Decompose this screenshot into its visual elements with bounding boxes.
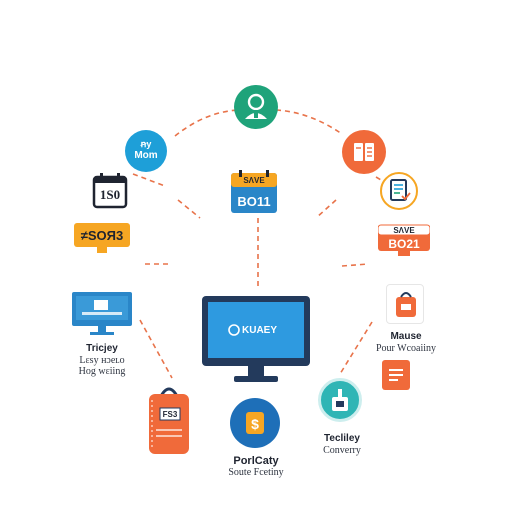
teal-badge-title: Tecliley	[324, 433, 360, 444]
document-icon	[354, 143, 374, 161]
lock-card-text: FS3	[162, 410, 178, 419]
small-monitor-title: Tricjey	[86, 343, 118, 354]
small-monitor-sub1: Lɛsy ʜɔeʟo	[79, 355, 125, 366]
note-icon	[389, 369, 403, 381]
connector-arc-right	[275, 109, 343, 135]
bag-title: Mause	[390, 331, 422, 342]
checklist-icon	[390, 179, 411, 201]
bag-sub: Pour Wcoaiiny	[375, 343, 437, 354]
bag-icon	[396, 292, 416, 317]
svg-text:$: $	[251, 416, 259, 432]
teal-badge-sub: Converry	[323, 445, 361, 456]
dollar-icon: $	[246, 412, 264, 434]
connector-arc-left	[174, 109, 239, 137]
center-calendar-node[interactable]: SΛVE BO11	[230, 170, 278, 214]
connector-lock	[139, 319, 173, 379]
save-sign-line2: BO21	[388, 237, 420, 251]
sign-icon	[378, 224, 430, 256]
small-monitor-sub2: Hog wɛiing	[78, 366, 126, 377]
small-monitor-node[interactable]	[72, 292, 132, 336]
price-tag-icon	[74, 223, 130, 253]
note-node[interactable]	[382, 360, 410, 390]
lock-icon	[149, 387, 189, 454]
connector-calendar	[132, 173, 166, 187]
calendar-icon	[231, 170, 277, 213]
price-tag-node[interactable]: ≠SOЯ3	[74, 223, 130, 253]
calendar-node[interactable]: 1S0	[92, 173, 128, 209]
dollar-title: PorlCaty	[233, 455, 279, 467]
connector-sign	[341, 263, 369, 267]
connector-bag	[339, 321, 373, 375]
center-calendar-line1: SΛVE	[243, 176, 265, 185]
my-mom-line1: ꞥy	[140, 139, 152, 149]
dollar-sub: Soute Fcetiny	[228, 467, 284, 478]
connector-center-diag-left	[177, 199, 201, 219]
lock-card-node[interactable]: FS3	[146, 378, 192, 456]
connector-center-diag-right	[315, 199, 337, 219]
user-node[interactable]	[234, 85, 278, 129]
my-mom-node[interactable]: ꞥy Mom	[125, 130, 167, 172]
calendar-text: 1S0	[99, 187, 121, 202]
monitor-icon	[202, 296, 310, 382]
save-sign-node[interactable]: SΛVE BO21	[378, 222, 430, 256]
price-tag-text: ≠SOЯ3	[80, 228, 124, 243]
teal-badge-node[interactable]	[318, 378, 362, 422]
main-monitor-node[interactable]: KUAEY	[202, 296, 310, 384]
center-calendar-line2: BO11	[237, 194, 271, 209]
teal-badge-icon	[332, 389, 348, 411]
document-node[interactable]	[342, 130, 386, 174]
calendar-icon	[92, 173, 128, 209]
main-monitor-screen-text: KUAEY	[242, 325, 278, 336]
bag-node[interactable]	[386, 284, 424, 324]
dollar-node[interactable]: $	[230, 398, 280, 448]
monitor-icon	[72, 292, 132, 335]
save-sign-line1: SΛVE	[393, 226, 415, 235]
my-mom-line2: Mom	[134, 150, 158, 161]
checklist-node[interactable]	[380, 172, 418, 210]
user-icon	[245, 93, 267, 119]
